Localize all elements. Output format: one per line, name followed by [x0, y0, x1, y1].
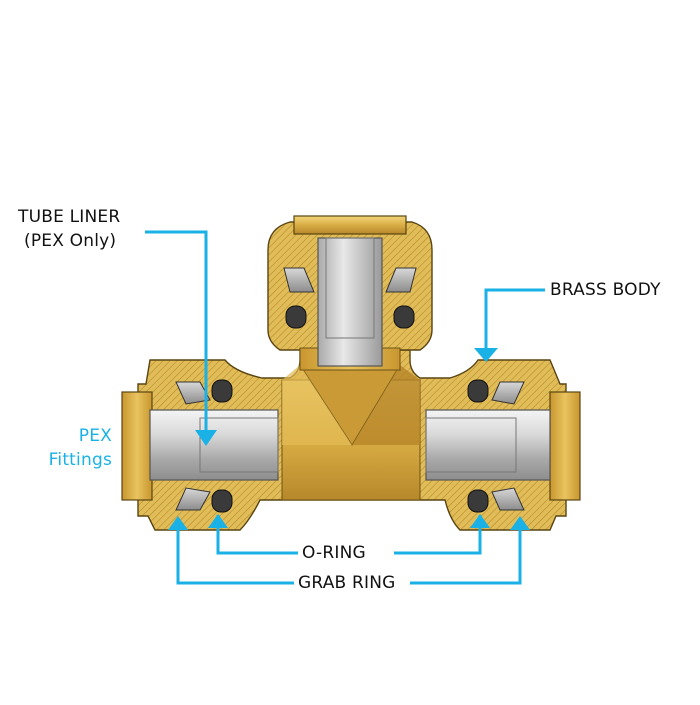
tube-liner-sublabel: (PEX Only) — [24, 231, 117, 251]
tube-liner-arrowhead — [195, 430, 217, 446]
pex-label: PEX — [78, 426, 112, 446]
tube-liner-callout-line — [145, 230, 208, 432]
grab-ring-arrowhead-right — [510, 516, 530, 530]
o-ring-arrowhead-left — [208, 514, 228, 528]
grab-ring-label: GRAB RING — [298, 573, 396, 593]
brass-body-callout-line — [484, 288, 545, 350]
callout-arrowheads — [168, 348, 530, 530]
pex-sublabel: Fittings — [48, 450, 112, 470]
grab-ring-callout-line-left — [176, 528, 294, 585]
o-rings — [211, 305, 489, 513]
brass-body-label: BRASS BODY — [550, 280, 661, 300]
grab-ring-arrowhead-left — [168, 516, 188, 530]
brass-body-arrowhead — [474, 348, 498, 362]
o-ring-arrowhead-right — [470, 514, 490, 528]
o-ring-label: O-RING — [302, 543, 366, 563]
collars — [121, 215, 581, 501]
tubes — [149, 237, 551, 481]
tube-liner-label: TUBE LINER — [18, 207, 121, 227]
grab-rings — [175, 267, 525, 511]
grab-ring-callout-line-right — [410, 528, 522, 585]
callout-lines — [145, 230, 545, 585]
